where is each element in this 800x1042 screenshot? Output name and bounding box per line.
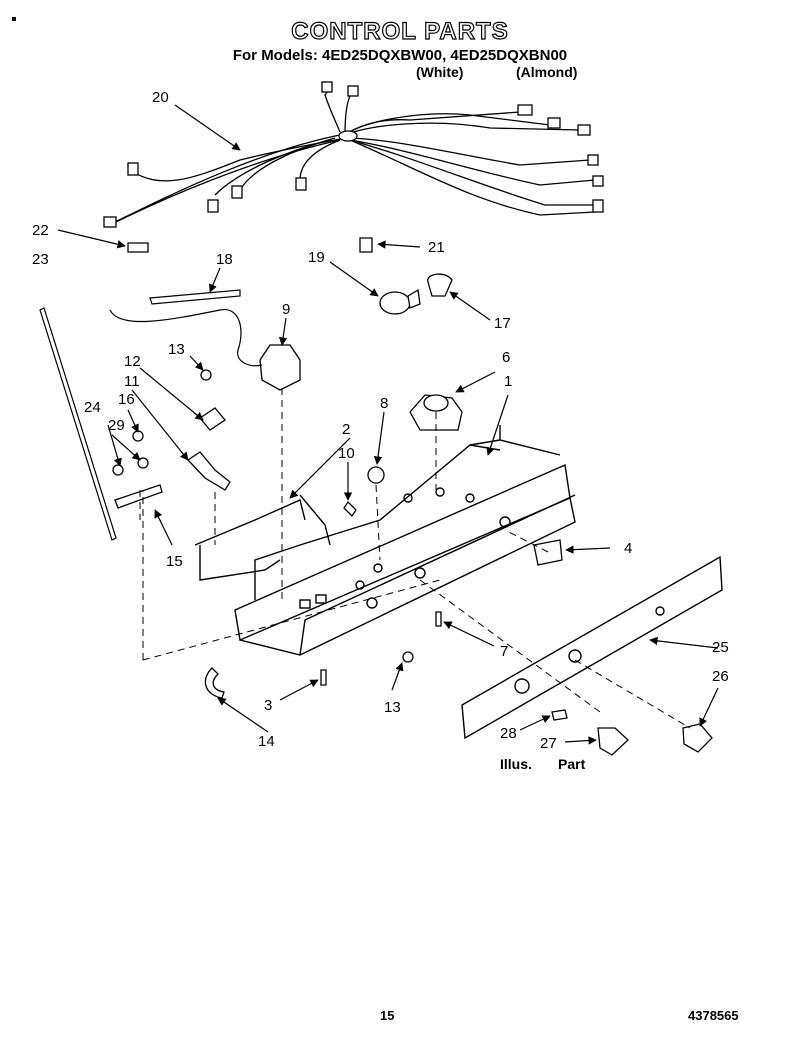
callout-16: 16	[118, 391, 135, 408]
wiring-harness	[103, 81, 604, 228]
callout-20: 20	[152, 89, 169, 106]
callout-numbers: 20 22 23 21 19 18 17 9 13 12 11 16 24 29…	[32, 89, 729, 752]
callout-9: 9	[282, 301, 290, 318]
capillary-tube	[39, 289, 263, 541]
callout-12: 12	[124, 353, 141, 370]
callout-26: 26	[712, 668, 729, 685]
page-number: 15	[380, 1008, 395, 1023]
corner-mark	[12, 17, 16, 21]
control-housing	[194, 425, 576, 656]
control-panel-25	[461, 555, 723, 740]
callout-3: 3	[264, 697, 272, 714]
callout-arrows	[57, 104, 719, 745]
callout-28: 28	[500, 725, 517, 742]
callout-22: 22	[32, 222, 49, 239]
callout-7: 7	[500, 643, 508, 660]
callout-13-upper: 13	[168, 341, 185, 358]
callout-27: 27	[540, 735, 557, 752]
callout-23: 23	[32, 251, 49, 268]
callout-14: 14	[258, 733, 275, 750]
callout-2: 2	[342, 421, 350, 438]
small-parts	[112, 237, 713, 756]
callout-8: 8	[380, 395, 388, 412]
legend-illus: Illus.	[500, 756, 532, 772]
callout-1: 1	[504, 373, 512, 390]
document-number: 4378565	[688, 1008, 739, 1023]
legend-part: Part	[558, 756, 586, 772]
color-almond-label: (Almond)	[516, 64, 578, 80]
callout-4: 4	[624, 540, 632, 557]
callout-25: 25	[712, 639, 729, 656]
callout-18: 18	[216, 251, 233, 268]
callout-15: 15	[166, 553, 183, 570]
callout-29: 29	[108, 417, 125, 434]
color-white-label: (White)	[416, 64, 464, 80]
callout-21: 21	[428, 239, 445, 256]
callout-6: 6	[502, 349, 510, 366]
callout-11: 11	[124, 373, 140, 390]
callout-13-lower: 13	[384, 699, 401, 716]
callout-19: 19	[308, 249, 325, 266]
model-numbers: For Models: 4ED25DQXBW00, 4ED25DQXBN00	[232, 47, 568, 64]
dashed-leader-lines	[139, 388, 691, 729]
callout-10: 10	[338, 445, 355, 462]
page-title: CONTROL PARTS	[291, 17, 509, 45]
callout-17: 17	[494, 315, 511, 332]
callout-24: 24	[84, 399, 101, 416]
